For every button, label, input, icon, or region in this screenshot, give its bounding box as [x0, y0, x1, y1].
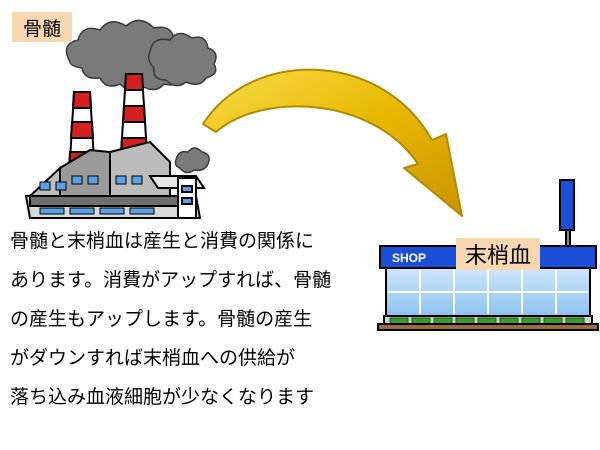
description-line: 骨髄と末梢血は産生と消費の関係に	[10, 230, 315, 252]
description-text: 骨髄と末梢血は産生と消費の関係に あります。消費がアップすれば、骨髄 の産生もア…	[10, 222, 382, 417]
factory-icon	[24, 19, 217, 219]
description-line: の産生もアップします。骨髄の産生	[10, 308, 313, 330]
shop-icon	[377, 179, 599, 331]
bone-marrow-label: 骨髄	[12, 12, 72, 42]
smoke-icon	[65, 19, 217, 174]
description-line: あります。消費がアップすれば、骨髄	[10, 269, 332, 291]
curved-arrow-icon	[202, 68, 463, 217]
description-line: がダウンすれば末梢血への供給が	[10, 347, 296, 369]
shop-sign: SHOP	[392, 251, 426, 265]
peripheral-blood-label: 末梢血	[456, 238, 540, 270]
description-line: 落ち込み血液細胞が少なくなります	[10, 386, 315, 408]
factory-building	[24, 140, 206, 219]
